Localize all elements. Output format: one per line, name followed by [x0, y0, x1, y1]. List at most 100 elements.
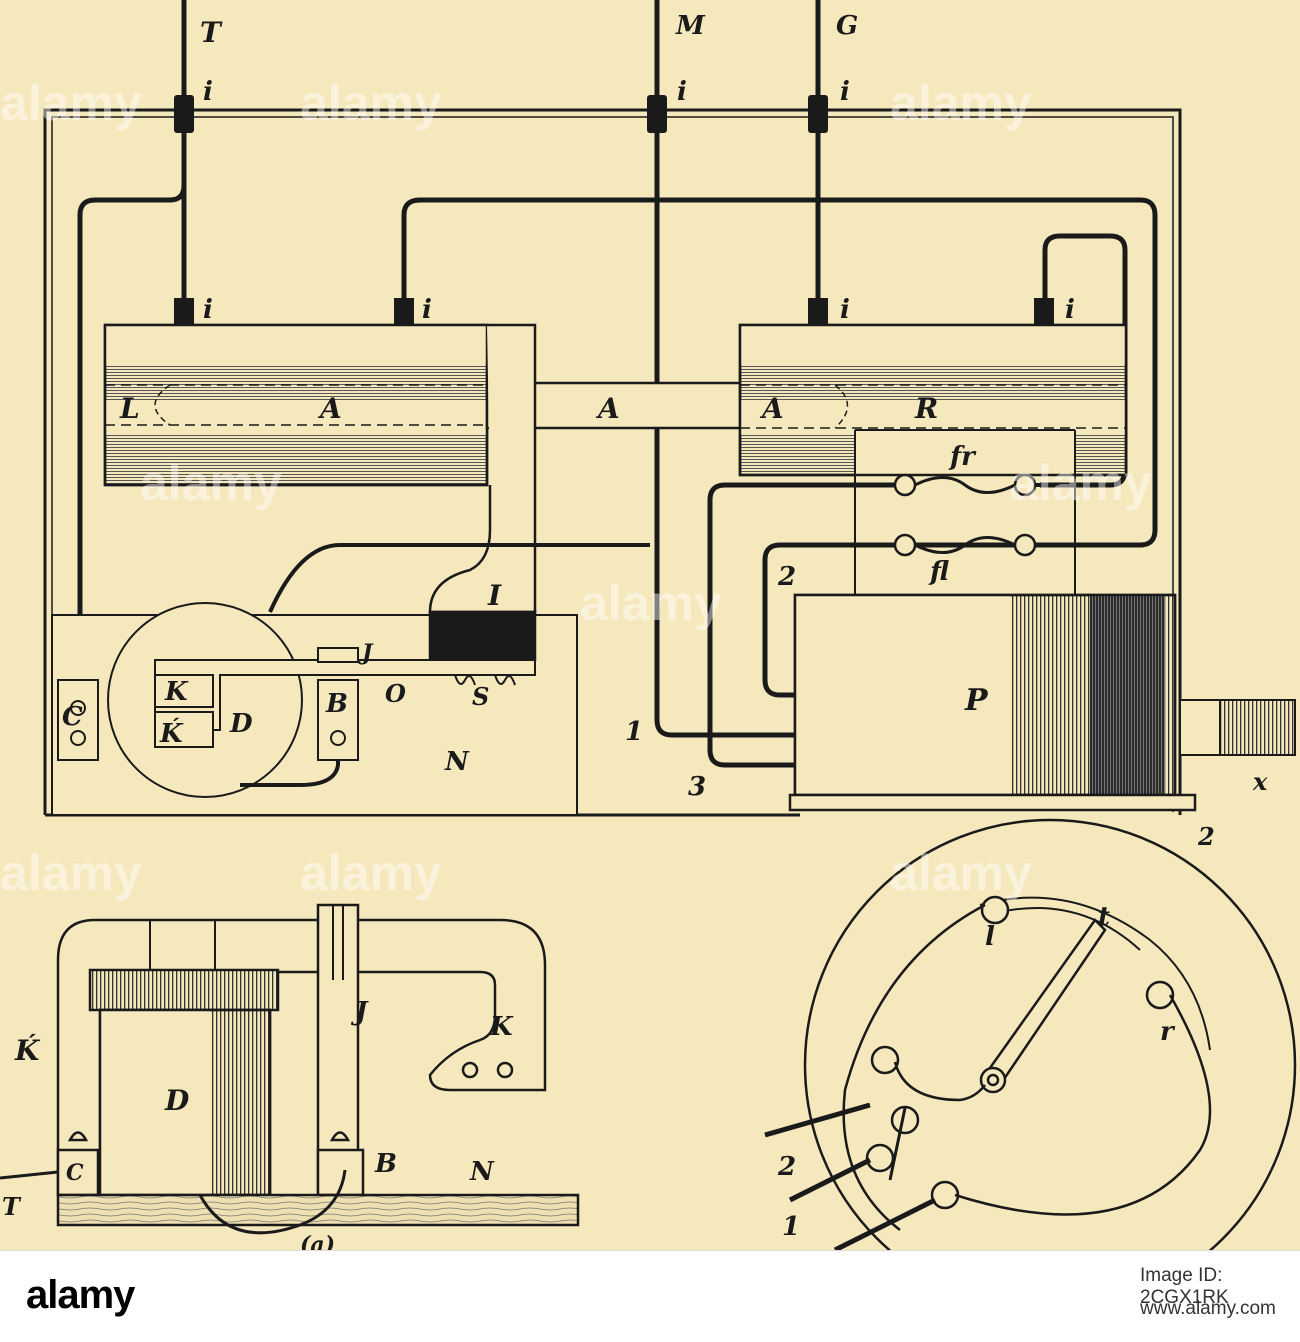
watermark-text-7: alamy — [0, 845, 142, 901]
label-p: P — [964, 683, 989, 718]
screw-j — [317, 647, 359, 663]
watermark-text-2: alamy — [300, 75, 442, 131]
switch-figure — [764, 818, 1297, 1250]
watermark-text-1: alamy — [0, 75, 142, 131]
label-i-7: i — [1065, 295, 1075, 325]
label-fr: fr — [948, 442, 977, 472]
label-b: B — [325, 689, 348, 719]
springs-s — [454, 674, 516, 686]
label-t-switch: t — [1098, 902, 1110, 932]
label-j-a: J — [350, 997, 369, 1027]
label-a-caption: (a) — [300, 1232, 335, 1250]
label-fl: fl — [928, 557, 949, 587]
label-k-prime: Ḱ — [159, 717, 184, 749]
apparatus-diagram: T M G i i i i i i i L A A A R fr fl 2 I … — [0, 0, 1297, 1250]
lead-2 — [764, 1102, 871, 1138]
lead-1 — [788, 1157, 872, 1203]
stock-footer: alamy Image ID: 2CGX1RK www.alamy.com — [0, 1250, 1300, 1342]
wire-b-d — [240, 760, 340, 787]
spool-d-cap — [88, 968, 280, 1012]
wire-fr-left — [707, 482, 895, 768]
diagram-plate: T M G i i i i i i i L A A A R fr fl 2 I … — [0, 0, 1297, 1250]
label-a-3: A — [759, 392, 784, 425]
wire-t-c — [77, 184, 187, 680]
watermark-text-8: alamy — [300, 845, 442, 901]
outer-frame — [43, 108, 1182, 815]
coil-l — [103, 298, 489, 487]
label-m: M — [675, 11, 706, 41]
contact-k-prime — [154, 711, 214, 748]
labels: T M G i i i i i i i L A A A R fr fl 2 I … — [2, 11, 1268, 1250]
switch-disc — [803, 818, 1297, 1250]
wire-1 — [654, 719, 800, 738]
label-j: J — [358, 640, 374, 666]
watermark-text-9: alamy — [890, 845, 1032, 901]
label-l: L — [119, 392, 140, 425]
label-i-2: i — [677, 77, 687, 107]
binding-c — [57, 679, 99, 761]
label-x: x — [1252, 767, 1268, 796]
label-i-5: i — [422, 295, 432, 325]
fuse-board — [854, 430, 1076, 595]
label-a-1: A — [317, 392, 342, 425]
label-n: N — [444, 747, 470, 777]
wire-t — [0, 1170, 59, 1180]
fuse-fl — [870, 533, 1060, 557]
wire-r-loop — [1040, 233, 1128, 488]
label-t: T — [200, 16, 223, 49]
label-g: G — [836, 11, 858, 41]
label-r: R — [914, 392, 938, 425]
label-b-a: B — [374, 1149, 397, 1179]
coil-r — [738, 298, 1128, 480]
wire-m-cross — [268, 543, 650, 613]
contact-l — [980, 895, 1010, 925]
label-k-a: K — [489, 1012, 514, 1042]
label-l-switch: l — [985, 922, 995, 952]
label-i-4: i — [203, 295, 213, 325]
label-n-a: N — [469, 1157, 495, 1187]
label-r-switch: r — [1160, 1017, 1176, 1047]
label-2-shaft: 2 — [1197, 822, 1215, 851]
site-url[interactable]: www.alamy.com — [1140, 1298, 1276, 1319]
block-b — [316, 1148, 365, 1197]
shaft-x — [1179, 699, 1296, 756]
label-2-switch: 2 — [777, 1152, 796, 1182]
block-c — [56, 1148, 100, 1197]
main-figure — [43, 0, 1296, 817]
label-i-6: i — [840, 295, 850, 325]
alamy-logo[interactable]: alamy — [26, 1273, 135, 1317]
label-t-a: T — [2, 1192, 22, 1221]
wire-a-top — [401, 197, 1158, 548]
label-d: D — [229, 709, 253, 739]
label-s: S — [472, 682, 489, 711]
label-i-1: i — [203, 77, 213, 107]
wire-2 — [762, 542, 895, 698]
watermark-text-3: alamy — [890, 75, 1032, 131]
label-2-main: 2 — [777, 562, 796, 592]
lead-3 — [833, 1197, 937, 1250]
watermark: alamy alamy alamy alamy alamy alamy alam… — [0, 75, 1152, 901]
watermark-text-4: alamy — [140, 455, 282, 511]
block-i — [428, 610, 537, 662]
label-k-prime-a: Ḱ — [14, 1034, 41, 1067]
contact-k — [154, 674, 214, 708]
contact-r — [1145, 980, 1175, 1010]
label-o: O — [385, 679, 406, 708]
label-3-main: 3 — [688, 772, 706, 802]
label-i-3: i — [840, 77, 850, 107]
detail-figure-a — [0, 903, 580, 1235]
switch-arc-top — [979, 896, 1211, 1051]
pivot — [979, 1066, 1007, 1094]
watermark-text-5: alamy — [580, 575, 722, 631]
base-plank — [56, 1193, 580, 1227]
cylinder-p — [788, 593, 1197, 812]
binding-b — [317, 679, 359, 761]
label-a-2: A — [595, 392, 620, 425]
label-i-block: I — [487, 579, 502, 612]
label-c-a: C — [66, 1160, 84, 1186]
frame-insulators — [174, 95, 828, 133]
label-k: K — [164, 677, 189, 707]
label-1-main: 1 — [625, 717, 643, 747]
label-d-a: D — [164, 1084, 190, 1117]
label-c: C — [62, 702, 83, 732]
